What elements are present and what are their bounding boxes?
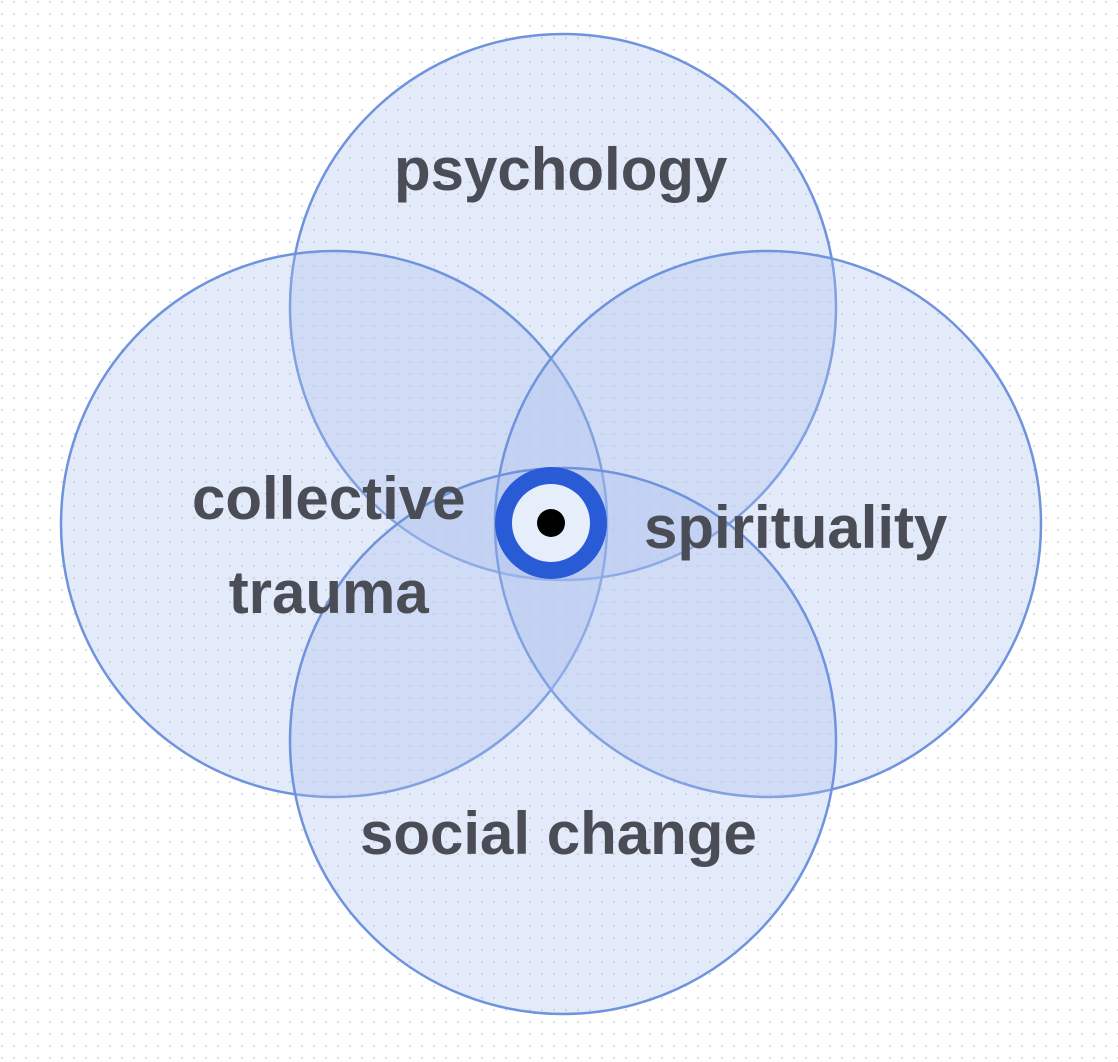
label-spirituality: spirituality (644, 494, 948, 561)
label-psychology: psychology (394, 136, 728, 203)
circle-psychology (288, 32, 838, 582)
label-social-change: social change (360, 800, 757, 867)
circle-collective-trauma (59, 249, 609, 799)
circle-social-change (288, 466, 838, 1016)
circle-spirituality (493, 249, 1043, 799)
label-collective-line-1: collective (192, 465, 466, 532)
center-target-icon (495, 467, 607, 579)
label-collective-trauma: collective trauma (192, 452, 466, 640)
label-collective-line-2: trauma (228, 559, 429, 626)
